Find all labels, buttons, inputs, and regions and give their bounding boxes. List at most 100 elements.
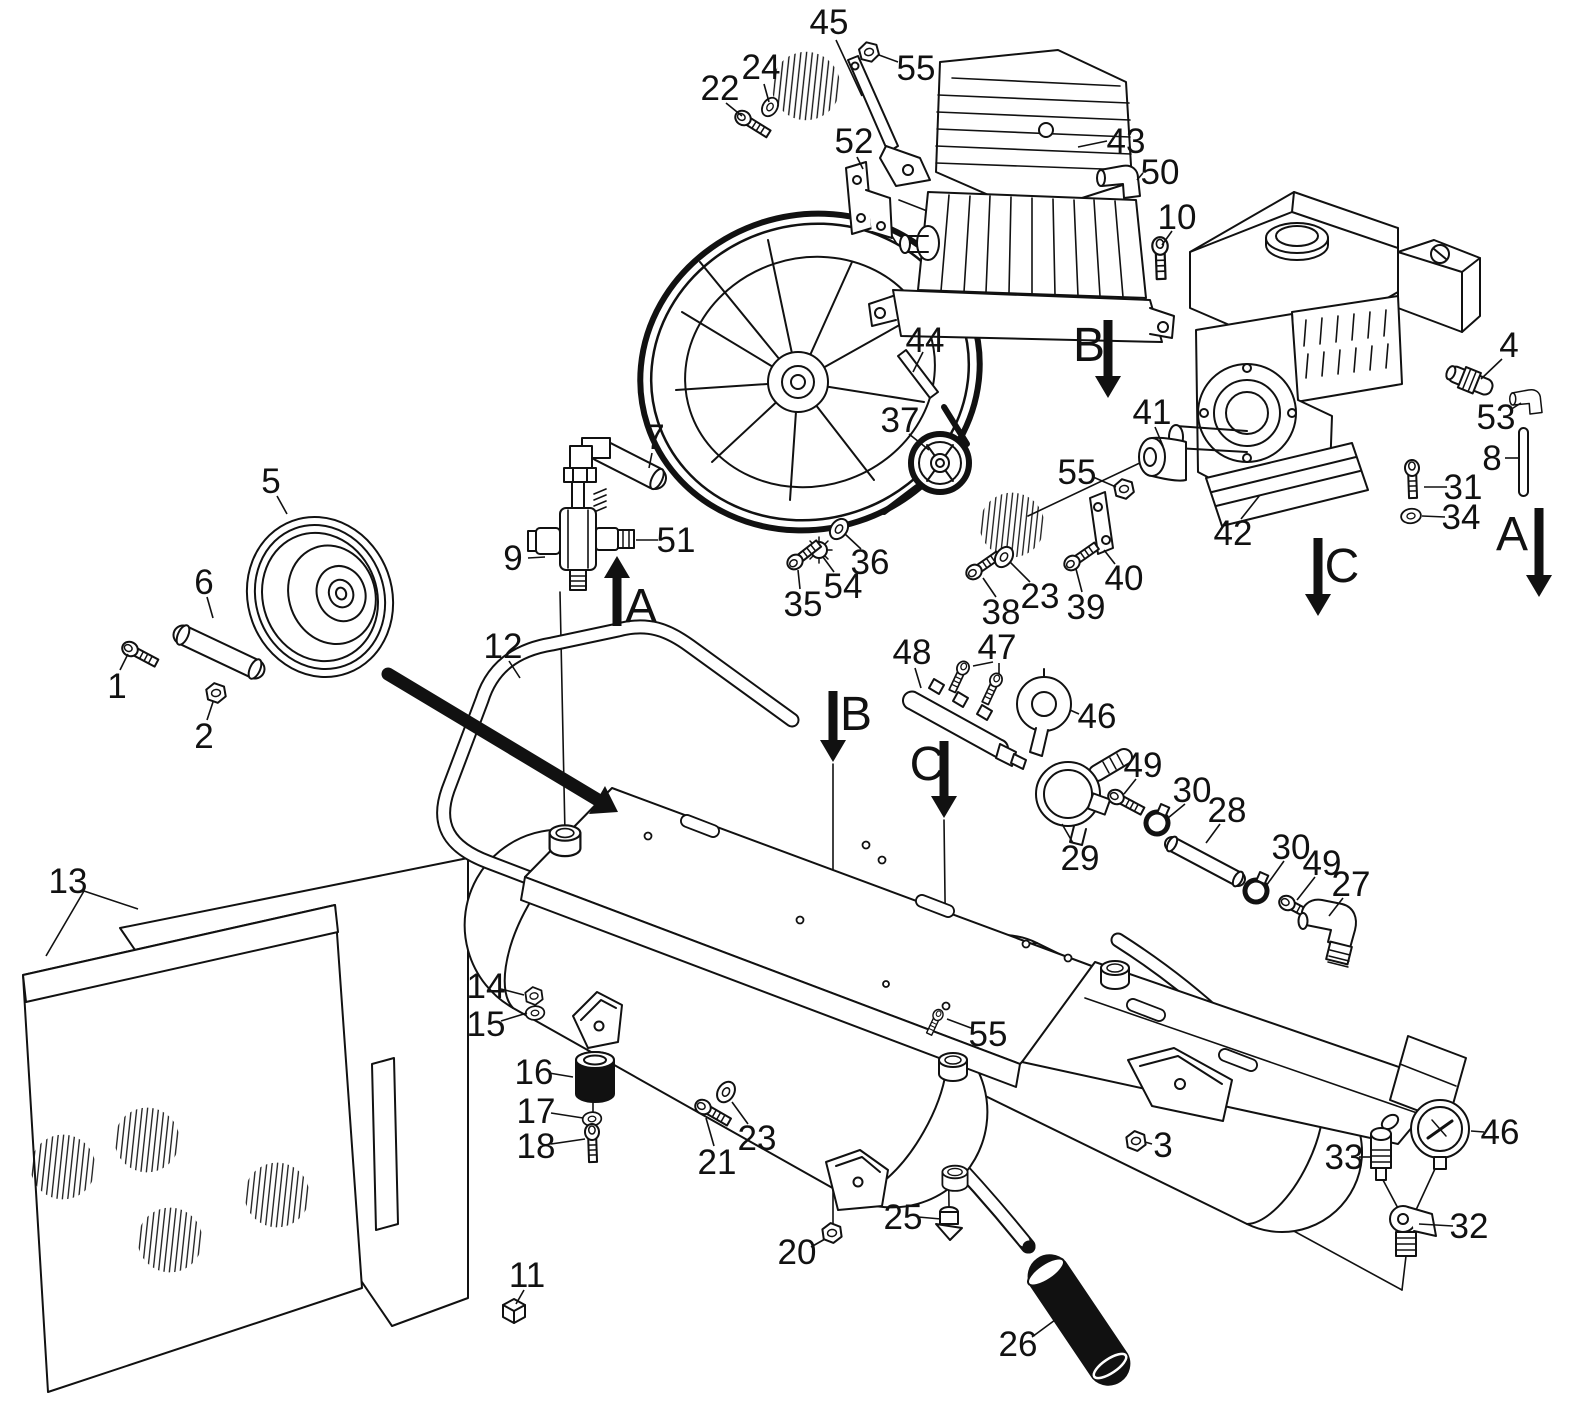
leader-line bbox=[1136, 172, 1144, 181]
leader-line bbox=[1205, 823, 1221, 844]
leader-line bbox=[550, 1112, 584, 1119]
leader-line bbox=[83, 890, 139, 910]
leader-line bbox=[1103, 549, 1116, 565]
part-callout-32-58: 32 bbox=[1450, 1207, 1489, 1246]
leader-line bbox=[917, 1216, 942, 1220]
part-callout-52-4: 52 bbox=[835, 122, 874, 161]
leader-line bbox=[1061, 823, 1074, 844]
part-callout-34-13: 34 bbox=[1442, 498, 1481, 537]
part-callout-51-27: 51 bbox=[657, 521, 696, 560]
part-callout-5-26: 5 bbox=[261, 462, 280, 501]
part-callout-25-54: 25 bbox=[884, 1198, 923, 1237]
wheel bbox=[245, 516, 395, 678]
leader-line bbox=[500, 988, 525, 996]
direction-arrow-head bbox=[1526, 575, 1552, 597]
leader-line bbox=[1069, 709, 1080, 715]
leader-line bbox=[1075, 568, 1083, 593]
direction-arrow-head bbox=[820, 740, 846, 762]
part-callout-12-32: 12 bbox=[484, 627, 523, 666]
part-callout-42-16: 42 bbox=[1214, 514, 1253, 553]
part-callout-2-31: 2 bbox=[194, 717, 213, 756]
part-callout-35-20: 35 bbox=[784, 585, 823, 624]
direction-label-A-0: A bbox=[625, 580, 657, 633]
part-callout-46-57: 46 bbox=[1481, 1113, 1520, 1152]
belt-guard-panels bbox=[22, 857, 469, 1393]
regulator-assembly bbox=[1035, 748, 1357, 968]
manifold-assembly bbox=[902, 658, 1072, 770]
leader-line bbox=[515, 1289, 525, 1305]
leader-line bbox=[1470, 1130, 1485, 1133]
leader-line bbox=[1167, 803, 1186, 819]
part-callout-55-15: 55 bbox=[1058, 453, 1097, 492]
leader-line bbox=[731, 1101, 749, 1125]
direction-label-C-4: C bbox=[1325, 540, 1360, 593]
part-callout-7-25: 7 bbox=[645, 418, 664, 457]
leader-line bbox=[972, 661, 994, 667]
part-callout-14-44: 14 bbox=[467, 967, 506, 1006]
leader-line bbox=[835, 39, 863, 97]
part-callout-43-5: 43 bbox=[1107, 122, 1146, 161]
part-callout-54-19: 54 bbox=[824, 567, 863, 606]
part-callout-21-50: 21 bbox=[698, 1143, 737, 1182]
part-callout-40-24: 40 bbox=[1105, 559, 1144, 598]
brackets bbox=[770, 50, 1046, 559]
leader-line bbox=[1418, 1223, 1454, 1227]
part-callout-6-29: 6 bbox=[194, 563, 213, 602]
leader-line bbox=[725, 102, 743, 117]
part-callout-20-53: 20 bbox=[778, 1233, 817, 1272]
part-callout-27-42: 27 bbox=[1332, 865, 1371, 904]
leader-line bbox=[1509, 402, 1522, 411]
leader-line bbox=[912, 351, 924, 373]
part-callout-16-46: 16 bbox=[515, 1053, 554, 1092]
part-callout-31-12: 31 bbox=[1444, 468, 1483, 507]
leader-line bbox=[550, 1138, 586, 1145]
part-callout-28-39: 28 bbox=[1208, 791, 1247, 830]
leader-line bbox=[508, 660, 521, 679]
part-callout-49-41: 49 bbox=[1303, 844, 1342, 883]
part-callout-46-35: 46 bbox=[1078, 697, 1117, 736]
leader-line bbox=[1421, 515, 1446, 518]
part-callout-4-9: 4 bbox=[1499, 326, 1518, 365]
small-engine-parts bbox=[1089, 164, 1543, 555]
part-callout-13-43: 13 bbox=[49, 862, 88, 901]
leader-line bbox=[705, 1117, 715, 1147]
part-callout-10-7: 10 bbox=[1158, 198, 1197, 237]
leader-line bbox=[878, 54, 899, 63]
leader-line bbox=[844, 533, 862, 550]
part-callout-18-48: 18 bbox=[517, 1127, 556, 1166]
part-callout-41-14: 41 bbox=[1133, 393, 1172, 432]
mount-parts bbox=[502, 1051, 1131, 1386]
leader-line bbox=[276, 495, 288, 515]
leader-line bbox=[527, 556, 546, 559]
part-callout-11-59: 11 bbox=[509, 1256, 545, 1295]
part-callout-8-11: 8 bbox=[1482, 439, 1501, 478]
leader-line bbox=[45, 890, 85, 957]
compressor-pump bbox=[868, 49, 1175, 343]
leader-line bbox=[1328, 897, 1344, 917]
part-callout-48-33: 48 bbox=[893, 633, 932, 672]
part-callout-53-10: 53 bbox=[1477, 398, 1516, 437]
direction-arrow-head bbox=[1095, 376, 1121, 398]
leader-line bbox=[206, 596, 214, 619]
leader-line bbox=[1092, 476, 1117, 488]
part-callout-1-30: 1 bbox=[107, 667, 126, 706]
leader-line bbox=[1031, 1319, 1056, 1338]
part-callout-49-37: 49 bbox=[1124, 746, 1163, 785]
direction-arrow-head bbox=[604, 556, 630, 578]
direction-label-A-1: A bbox=[1496, 508, 1528, 561]
part-callout-3-52: 3 bbox=[1153, 1126, 1172, 1165]
direction-arrow-head bbox=[1305, 594, 1331, 616]
insertion-arrow bbox=[381, 667, 618, 814]
part-callout-55-49: 55 bbox=[969, 1015, 1008, 1054]
part-callout-39-23: 39 bbox=[1067, 588, 1106, 627]
direction-label-B-3: B bbox=[840, 688, 872, 741]
part-callout-44-8: 44 bbox=[906, 321, 945, 360]
leader-line bbox=[914, 667, 922, 689]
part-callout-26-55: 26 bbox=[999, 1325, 1038, 1364]
part-callout-55-1: 55 bbox=[897, 49, 936, 88]
check-valve-assembly bbox=[527, 437, 667, 591]
axle bbox=[172, 624, 266, 680]
leader-line bbox=[1296, 876, 1316, 901]
